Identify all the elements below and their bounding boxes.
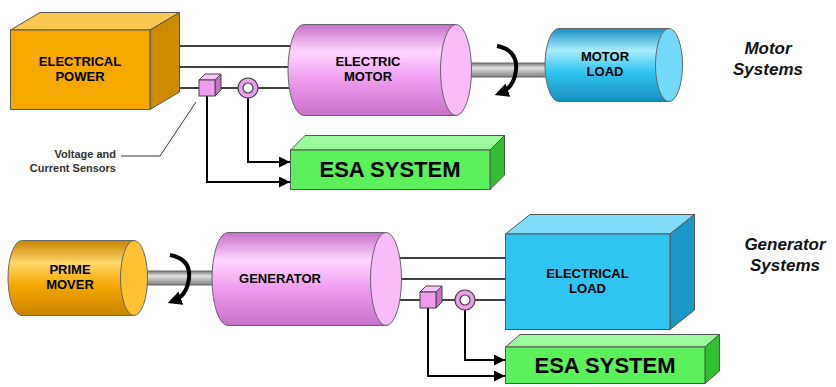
voltage-sensor	[420, 286, 442, 308]
wire	[179, 45, 290, 47]
esa-box: ESA SYSTEM	[505, 334, 720, 384]
power-source-box: ELECTRICAL POWER	[10, 12, 180, 110]
generator-cylinder: GENERATOR	[212, 232, 402, 326]
node-label: ESA SYSTEM	[320, 157, 461, 182]
current-sensor	[238, 78, 258, 98]
rotation-arrow	[497, 46, 516, 93]
rotation-arrow	[170, 255, 189, 301]
text-area: ELECTRICAL LOAD	[505, 234, 670, 330]
node-label: ELECTRIC MOTOR	[320, 55, 416, 85]
node-label: PRIME MOVER	[35, 263, 105, 293]
text-area: ESA SYSTEM	[505, 347, 705, 384]
load-cylinder: MOTOR LOAD	[545, 28, 683, 102]
system-label: Generator Systems	[738, 234, 832, 277]
leader-line	[121, 102, 196, 156]
esa-box: ESA SYSTEM	[290, 135, 505, 190]
motor-cylinder: ELECTRIC MOTOR	[288, 24, 472, 116]
wire	[386, 278, 506, 280]
sensor-label: Voltage and Current Sensors	[16, 148, 116, 176]
text-area: GENERATOR	[226, 232, 334, 326]
prime-mover-cylinder: PRIME MOVER	[8, 240, 148, 316]
text-area: ELECTRIC MOTOR	[304, 24, 432, 116]
voltage-sensor	[199, 74, 221, 96]
load-box: ELECTRICAL LOAD	[505, 214, 695, 330]
power-wires	[386, 258, 506, 300]
text-area: PRIME MOVER	[20, 240, 120, 316]
wire	[386, 257, 506, 259]
node-label: ELECTRICAL POWER	[28, 55, 132, 85]
text-area: MOTOR LOAD	[559, 28, 651, 102]
signal-lead	[207, 96, 290, 182]
node-label: MOTOR LOAD	[570, 50, 640, 80]
signal-lead	[428, 308, 505, 376]
wire	[179, 87, 289, 89]
text-area: ESA SYSTEM	[290, 150, 490, 190]
text-area: ELECTRICAL POWER	[10, 30, 150, 110]
current-sensor	[455, 290, 475, 310]
signal-lead	[248, 98, 290, 162]
system-label: Motor Systems	[726, 38, 810, 81]
wire	[386, 299, 506, 301]
power-wires	[179, 46, 290, 88]
signal-lead	[465, 310, 505, 360]
node-label: ESA SYSTEM	[535, 353, 676, 378]
wire	[179, 66, 288, 68]
node-label: ELECTRICAL LOAD	[533, 267, 643, 297]
node-label: GENERATOR	[239, 272, 321, 287]
